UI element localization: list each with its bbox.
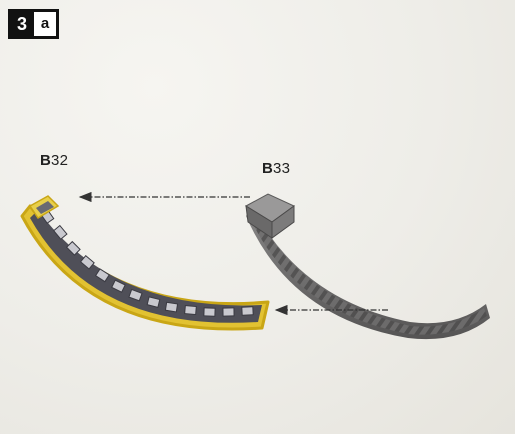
part-b33-new (246, 194, 490, 339)
part-b32-assembled (22, 196, 268, 329)
